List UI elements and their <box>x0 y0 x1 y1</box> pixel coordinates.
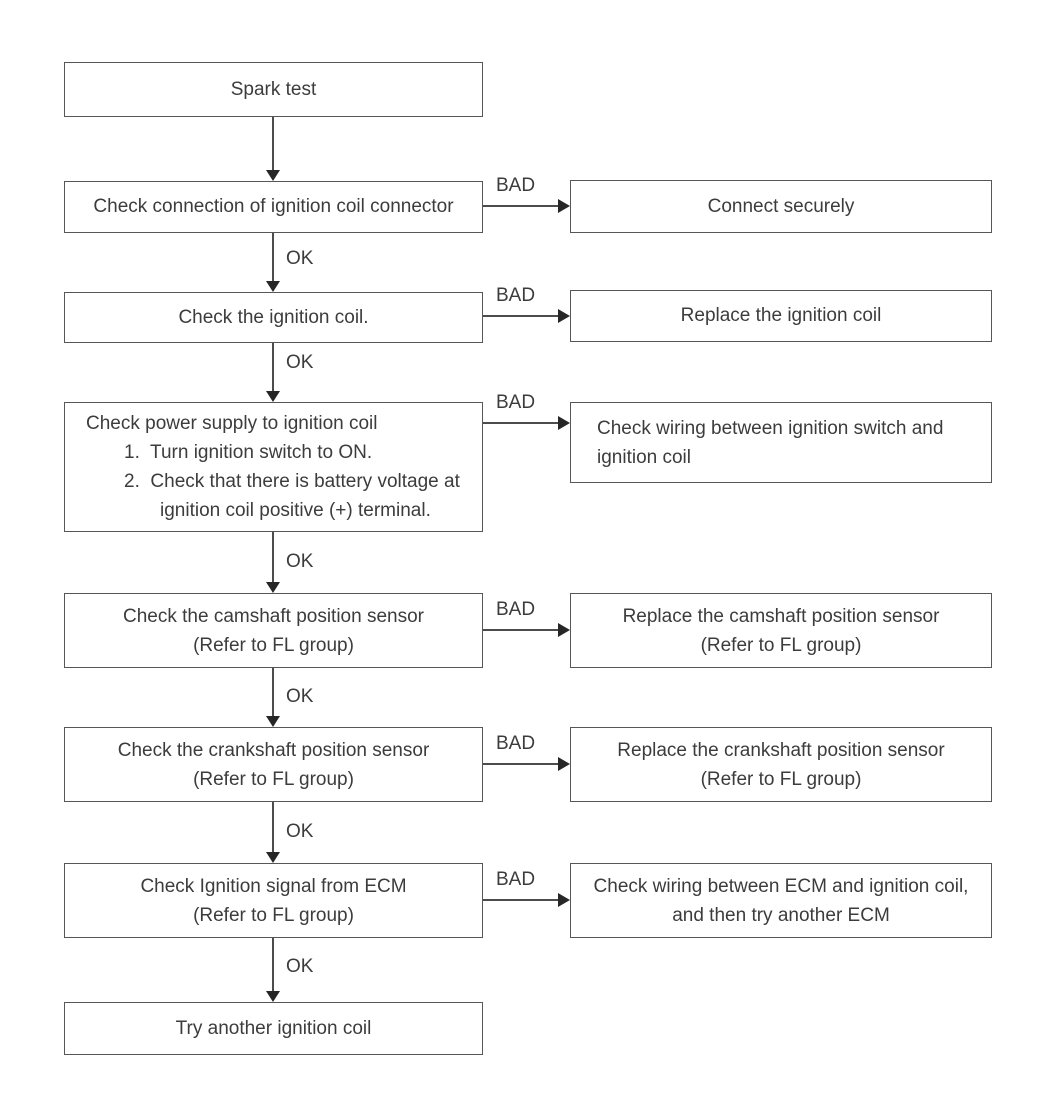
step-try-another-coil-label: Try another ignition coil <box>175 1017 372 1039</box>
arrow-right-icon <box>558 893 570 907</box>
connector-line-6 <box>272 802 274 852</box>
arrow-down-icon <box>266 170 280 181</box>
connector-line-bad-1 <box>483 205 558 207</box>
arrow-right-icon <box>558 199 570 213</box>
step-check-power-supply-item-2: 2. Check that there is battery voltage a… <box>124 471 460 492</box>
arrow-right-icon <box>558 309 570 323</box>
remedy-replace-crankshaft-sensor-line-2: (Refer to FL group) <box>700 768 862 790</box>
step-check-camshaft-sensor-line-1: Check the camshaft position sensor <box>123 605 424 627</box>
step-check-power-supply: Check power supply to ignition coil 1. T… <box>64 402 483 532</box>
remedy-connect-securely-label: Connect securely <box>707 195 855 217</box>
arrow-right-icon <box>558 623 570 637</box>
bad-label: BAD <box>496 285 536 306</box>
arrow-down-icon <box>266 582 280 593</box>
step-spark-test: Spark test <box>64 62 483 117</box>
remedy-replace-camshaft-sensor-line-2: (Refer to FL group) <box>700 634 862 656</box>
remedy-replace-ignition-coil-label: Replace the ignition coil <box>680 305 882 326</box>
step-check-camshaft-sensor-line-2: (Refer to FL group) <box>193 634 354 656</box>
remedy-replace-crankshaft-sensor-line-1: Replace the crankshaft position sensor <box>617 739 945 761</box>
step-try-another-coil: Try another ignition coil <box>64 1002 483 1055</box>
step-check-ignition-coil-label: Check the ignition coil. <box>178 306 369 328</box>
remedy-replace-ignition-coil: Replace the ignition coil <box>570 290 992 342</box>
connector-line-7 <box>272 938 274 991</box>
bad-label: BAD <box>496 175 536 196</box>
ok-label: OK <box>286 352 314 373</box>
bad-label: BAD <box>496 392 536 413</box>
remedy-connect-securely: Connect securely <box>570 180 992 233</box>
step-check-crankshaft-sensor-line-2: (Refer to FL group) <box>193 768 354 790</box>
ok-label: OK <box>286 248 314 269</box>
arrow-right-icon <box>558 757 570 771</box>
remedy-check-wiring-switch-line-2: ignition coil <box>597 446 691 468</box>
step-check-crankshaft-sensor-line-1: Check the crankshaft position sensor <box>117 739 430 761</box>
arrow-down-icon <box>266 391 280 402</box>
step-check-ecm-signal-line-1: Check Ignition signal from ECM <box>140 875 407 897</box>
step-check-power-supply-item-2-cont: ignition coil positive (+) terminal. <box>160 500 431 521</box>
connector-line-2 <box>272 233 274 281</box>
remedy-replace-crankshaft-sensor: Replace the crankshaft position sensor (… <box>570 727 992 802</box>
remedy-check-wiring-ecm: Check wiring between ECM and ignition co… <box>570 863 992 938</box>
step-check-connection-label: Check connection of ignition coil connec… <box>93 196 454 217</box>
ok-label: OK <box>286 956 314 977</box>
arrow-down-icon <box>266 991 280 1002</box>
remedy-replace-camshaft-sensor: Replace the camshaft position sensor (Re… <box>570 593 992 668</box>
connector-line-5 <box>272 668 274 716</box>
connector-line-1 <box>272 117 274 170</box>
remedy-check-wiring-ecm-line-1: Check wiring between ECM and ignition co… <box>593 875 969 897</box>
connector-line-3 <box>272 343 274 391</box>
connector-line-bad-6 <box>483 899 558 901</box>
connector-line-bad-4 <box>483 629 558 631</box>
arrow-down-icon <box>266 716 280 727</box>
bad-label: BAD <box>496 599 536 620</box>
connector-line-bad-2 <box>483 315 558 317</box>
remedy-check-wiring-switch-line-1: Check wiring between ignition switch and <box>597 417 944 439</box>
ok-label: OK <box>286 821 314 842</box>
connector-line-4 <box>272 532 274 582</box>
connector-line-bad-3 <box>483 422 558 424</box>
step-check-crankshaft-sensor: Check the crankshaft position sensor (Re… <box>64 727 483 802</box>
step-spark-test-label: Spark test <box>230 78 317 100</box>
step-check-ecm-signal: Check Ignition signal from ECM (Refer to… <box>64 863 483 938</box>
step-check-ignition-coil: Check the ignition coil. <box>64 292 483 343</box>
arrow-right-icon <box>558 416 570 430</box>
remedy-check-wiring-ecm-line-2: and then try another ECM <box>672 904 890 926</box>
remedy-check-wiring-switch: Check wiring between ignition switch and… <box>570 402 992 483</box>
arrow-down-icon <box>266 852 280 863</box>
step-check-ecm-signal-line-2: (Refer to FL group) <box>193 904 354 926</box>
connector-line-bad-5 <box>483 763 558 765</box>
step-check-power-supply-title: Check power supply to ignition coil <box>86 413 378 434</box>
bad-label: BAD <box>496 733 536 754</box>
ok-label: OK <box>286 551 314 572</box>
bad-label: BAD <box>496 869 536 890</box>
ok-label: OK <box>286 686 314 707</box>
remedy-replace-camshaft-sensor-line-1: Replace the camshaft position sensor <box>622 605 940 627</box>
arrow-down-icon <box>266 281 280 292</box>
step-check-connection: Check connection of ignition coil connec… <box>64 181 483 233</box>
step-check-camshaft-sensor: Check the camshaft position sensor (Refe… <box>64 593 483 668</box>
step-check-power-supply-item-1: 1. Turn ignition switch to ON. <box>124 442 373 463</box>
